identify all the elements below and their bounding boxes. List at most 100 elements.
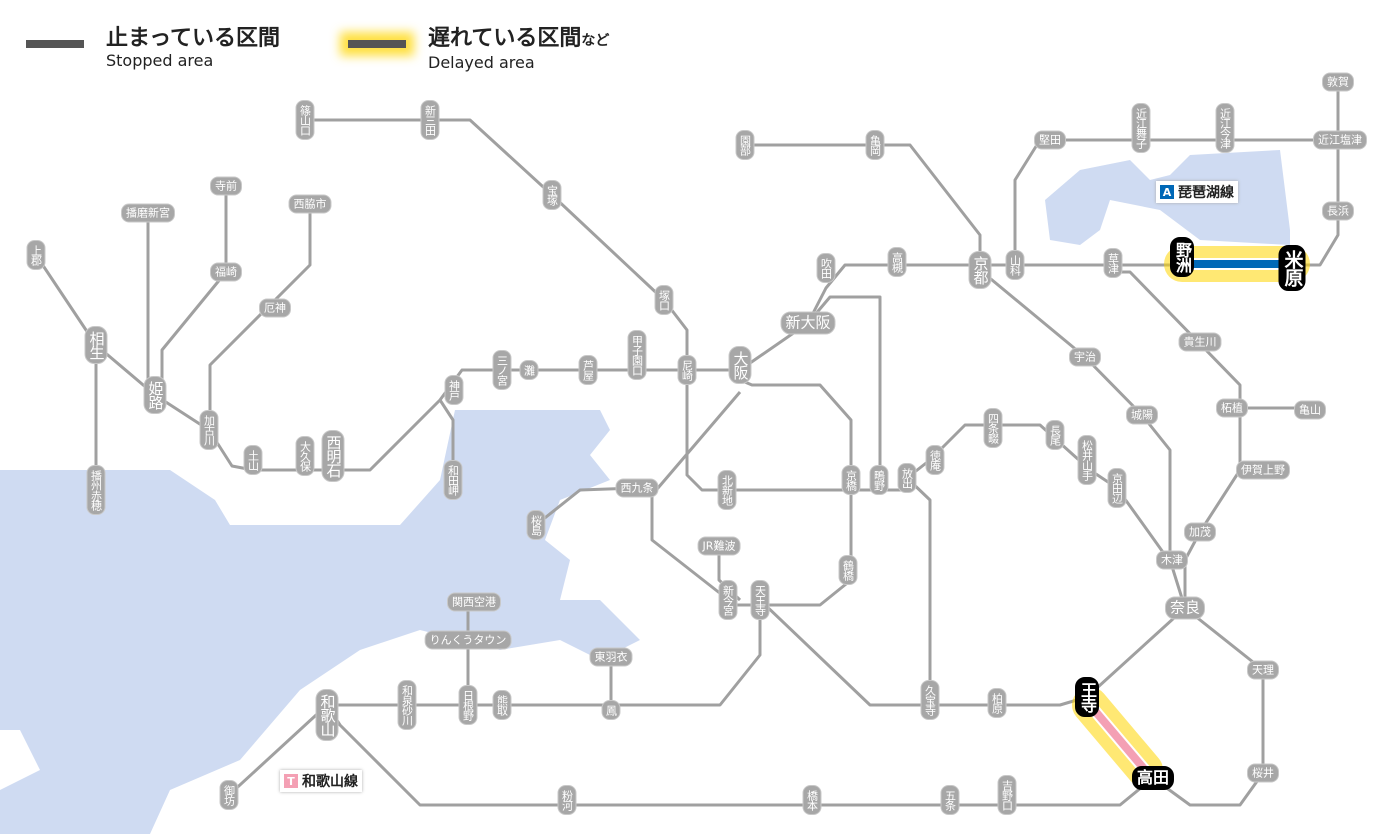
station-maibara[interactable]: 米原	[1278, 245, 1306, 291]
station-tsuruga[interactable]: 敦賀	[1322, 72, 1354, 92]
station-hashimoto[interactable]: 橋本	[802, 785, 822, 815]
station-kakogawa[interactable]: 加古川	[199, 410, 219, 450]
track-segment	[806, 295, 882, 490]
station-shigino[interactable]: 鴫野	[869, 465, 889, 495]
station-uji[interactable]: 宇治	[1069, 347, 1101, 367]
station-takarazuka[interactable]: 宝塚	[542, 180, 562, 210]
station-tsuchiyama[interactable]: 土山	[243, 445, 263, 475]
line-label-wakayama[interactable]: T 和歌山線	[280, 770, 362, 792]
station-gobo[interactable]: 御坊	[219, 780, 239, 810]
station-banshuako[interactable]: 播州赤穂	[86, 465, 106, 515]
legend-stopped-en: Stopped area	[106, 51, 214, 70]
line-label-biwako[interactable]: A 琵琶湖線	[1156, 181, 1238, 203]
station-aioi[interactable]: 相生	[84, 326, 108, 364]
station-kashiwara[interactable]: 柏原	[987, 688, 1007, 718]
station-sakurajima[interactable]: 桜島	[526, 510, 546, 540]
station-kyuhoji[interactable]: 久宝寺	[920, 680, 940, 720]
station-tsuruhashi[interactable]: 鶴橋	[838, 555, 858, 585]
station-yakujin[interactable]: 厄神	[259, 298, 291, 318]
station-kokawa[interactable]: 粉河	[557, 785, 577, 815]
station-himeji[interactable]: 姫路	[143, 376, 167, 414]
station-rinkutown[interactable]: りんくうタウン	[424, 630, 512, 650]
station-kamigori[interactable]: 上郡	[26, 240, 46, 270]
station-amagasaki[interactable]: 尼崎	[677, 355, 697, 385]
station-kameyama[interactable]: 亀山	[1294, 400, 1326, 420]
station-teramae[interactable]: 寺前	[210, 176, 242, 196]
station-kameoka[interactable]: 亀岡	[865, 130, 885, 160]
track-segment	[650, 378, 853, 607]
station-igaueno[interactable]: 伊賀上野	[1236, 460, 1290, 480]
station-suita[interactable]: 吹田	[816, 253, 836, 283]
delayed-swatch	[348, 40, 406, 48]
station-nishiakashi[interactable]: 西明石	[321, 430, 345, 482]
line-name: 琵琶湖線	[1178, 185, 1234, 201]
station-shinsanda[interactable]: 新三田	[420, 100, 440, 140]
station-matsuiyamate[interactable]: 松井山手	[1077, 435, 1097, 485]
station-yasu[interactable]: 野洲	[1170, 237, 1194, 277]
station-okubo[interactable]: 大久保	[295, 436, 315, 476]
station-shinosaka[interactable]: 新大阪	[780, 311, 836, 335]
station-kobe[interactable]: 神戸	[444, 375, 464, 405]
station-kitashinchi[interactable]: 北新地	[717, 470, 737, 510]
station-omiimazu[interactable]: 近江今津	[1215, 103, 1235, 153]
station-ashiya[interactable]: 芦屋	[578, 355, 598, 385]
station-yoshinoguchi[interactable]: 吉野口	[997, 775, 1017, 815]
station-nada[interactable]: 灘	[519, 360, 539, 380]
station-tennoji[interactable]: 天王寺	[750, 580, 770, 620]
station-izumisunagawa[interactable]: 和泉砂川	[397, 680, 417, 730]
station-kansaiairport[interactable]: 関西空港	[447, 592, 501, 612]
track-segment	[758, 598, 1187, 707]
station-katata[interactable]: 堅田	[1034, 130, 1066, 150]
station-kumatori[interactable]: 熊取	[492, 690, 512, 720]
station-tenri[interactable]: 天理	[1247, 660, 1279, 680]
station-kamo[interactable]: 加茂	[1184, 522, 1216, 542]
station-kyobashi[interactable]: 京橋	[841, 465, 861, 495]
station-sonobe[interactable]: 園部	[735, 130, 755, 160]
station-tokuan[interactable]: 徳庵	[925, 445, 945, 475]
station-nagahama[interactable]: 長浜	[1322, 201, 1354, 221]
station-joyo[interactable]: 城陽	[1126, 405, 1158, 425]
station-omimaiko[interactable]: 近江舞子	[1131, 103, 1151, 153]
delay-highlights	[1072, 246, 1310, 788]
station-koshienguchi[interactable]: 甲子園口	[627, 330, 647, 380]
station-oji[interactable]: 王寺	[1075, 677, 1099, 717]
osaka-bay	[0, 410, 640, 834]
station-osaka[interactable]: 大阪	[728, 346, 752, 384]
station-shinimamiya[interactable]: 新今宮	[718, 580, 738, 620]
station-omishiotsu[interactable]: 近江塩津	[1313, 130, 1367, 150]
station-takatsuki[interactable]: 高槻	[887, 247, 907, 277]
track-segment	[227, 703, 329, 797]
station-nagao[interactable]: 長尾	[1045, 420, 1065, 450]
station-nishiwakishi[interactable]: 西脇市	[288, 194, 332, 214]
station-shijonawate[interactable]: 四条畷	[983, 408, 1003, 448]
station-takada[interactable]: 高田	[1131, 766, 1175, 790]
station-gojo[interactable]: 五条	[940, 785, 960, 815]
station-hineno[interactable]: 日根野	[458, 685, 478, 725]
station-kyotanabe[interactable]: 京田辺	[1107, 468, 1127, 508]
station-kibukawa[interactable]: 貴生川	[1178, 332, 1222, 352]
station-tsuge[interactable]: 柘植	[1216, 398, 1248, 418]
station-harimashingu[interactable]: 播磨新宮	[121, 203, 175, 223]
wakayama-line-delayed-segment[interactable]	[1086, 702, 1149, 773]
track-segment	[160, 186, 228, 395]
station-fukusaki[interactable]: 福崎	[210, 262, 242, 282]
station-higashihagoromo[interactable]: 東羽衣	[589, 647, 633, 667]
track-segment	[305, 118, 907, 492]
station-nishikujo[interactable]: 西九条	[615, 478, 659, 498]
station-wakayama[interactable]: 和歌山	[315, 689, 339, 741]
station-hanaten[interactable]: 放出	[897, 463, 917, 493]
station-jrnamba[interactable]: JR難波	[697, 536, 741, 556]
station-wadamisaki[interactable]: 和田岬	[443, 460, 463, 500]
station-yamashina[interactable]: 山科	[1005, 250, 1025, 280]
station-sannomiya[interactable]: 三ノ宮	[492, 350, 512, 390]
station-kyoto[interactable]: 京都	[968, 251, 992, 289]
station-sakurai[interactable]: 桜井	[1247, 763, 1279, 783]
track-segment	[325, 704, 1154, 807]
station-kizu[interactable]: 木津	[1156, 550, 1188, 570]
station-nara[interactable]: 奈良	[1164, 596, 1206, 620]
station-kusatsu[interactable]: 草津	[1103, 248, 1123, 278]
station-sasayamaguchi[interactable]: 篠山口	[295, 100, 315, 140]
station-tsukaguchi[interactable]: 塚口	[654, 285, 674, 315]
station-otori[interactable]: 鳳	[601, 700, 621, 720]
